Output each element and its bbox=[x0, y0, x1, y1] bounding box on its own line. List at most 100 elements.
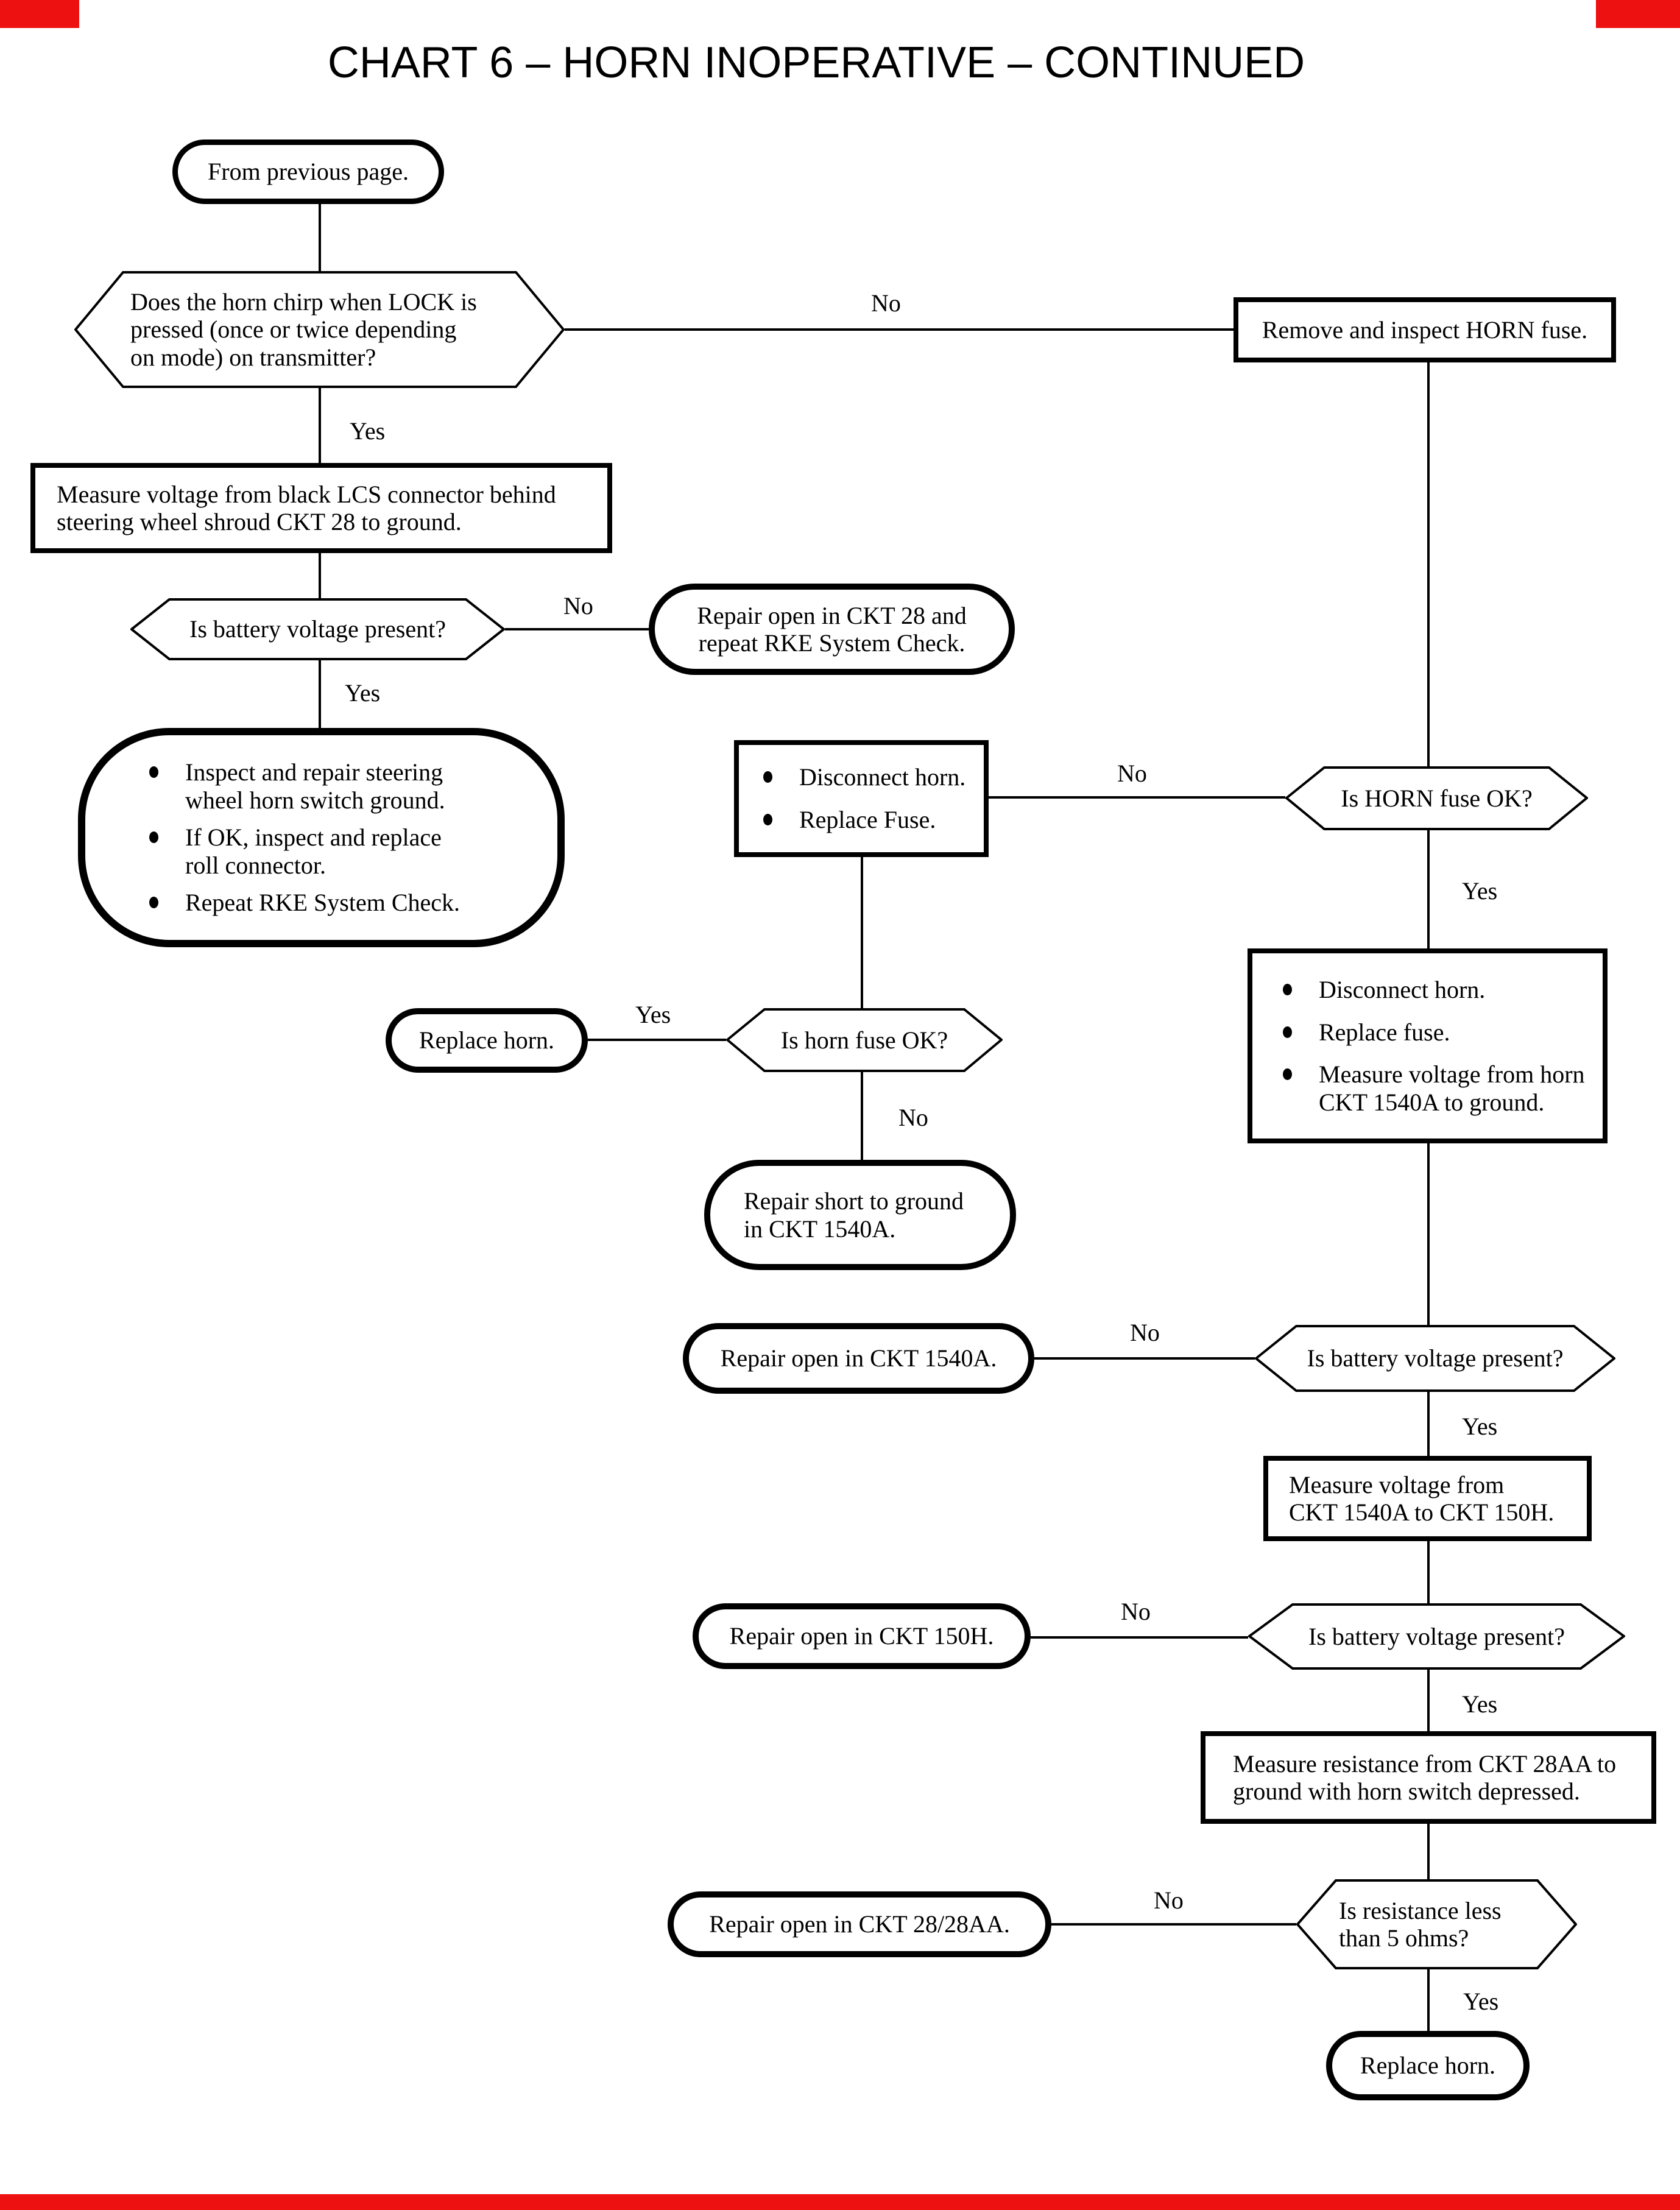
connector-line bbox=[1427, 830, 1430, 948]
list-item: If OK, inspect and replace roll connecto… bbox=[149, 824, 533, 879]
connector-line bbox=[1031, 1636, 1248, 1639]
connector-line bbox=[1427, 1143, 1430, 1325]
terminator-repair-open-150h: Repair open in CKT 150H. bbox=[693, 1603, 1031, 1669]
list-item: Inspect and repair steering wheel horn s… bbox=[149, 758, 533, 814]
node-label: Replace horn. bbox=[418, 1026, 555, 1054]
connector-line bbox=[1427, 1541, 1430, 1603]
node-label: Repair short to ground in CKT 1540A. bbox=[744, 1187, 964, 1243]
list-item-label: Replace fuse. bbox=[1319, 1018, 1450, 1046]
process-measure-voltage-lcs: Measure voltage from black LCS connector… bbox=[30, 463, 612, 553]
branch-label-yes: Yes bbox=[1462, 877, 1498, 905]
list-item: Repeat RKE System Check. bbox=[149, 889, 533, 916]
list-item: Replace Fuse. bbox=[763, 806, 978, 833]
hexagon-shape bbox=[1285, 766, 1588, 830]
red-corner-mark-top-left bbox=[0, 0, 79, 28]
node-label: Measure voltage from CKT 1540A to CKT 15… bbox=[1289, 1470, 1555, 1526]
list-item-label: Disconnect horn. bbox=[1319, 976, 1486, 1004]
branch-label-yes: Yes bbox=[1462, 1413, 1498, 1440]
bullet-icon bbox=[763, 771, 772, 783]
connector-line bbox=[1427, 1392, 1430, 1456]
node-label: Repair open in CKT 28 and repeat RKE Sys… bbox=[697, 601, 967, 657]
hexagon-shape bbox=[726, 1008, 1003, 1072]
decision-battery-voltage-2: Is battery voltage present? bbox=[1255, 1325, 1615, 1392]
decision-label: Is HORN fuse OK? bbox=[1341, 784, 1533, 812]
decision-label: Is battery voltage present? bbox=[1308, 1622, 1565, 1650]
decision-resistance-less-5-ohms: Is resistance less than 5 ohms? bbox=[1296, 1879, 1577, 1969]
list-item-label: Disconnect horn. bbox=[799, 763, 966, 791]
decision-horn-fuse-ok-mid: Is horn fuse OK? bbox=[726, 1008, 1003, 1072]
node-label: Replace horn. bbox=[1360, 2052, 1496, 2080]
connector-line bbox=[1427, 1824, 1430, 1879]
decision-label: Is horn fuse OK? bbox=[780, 1026, 948, 1054]
decision-label: Is battery voltage present? bbox=[189, 615, 446, 643]
list-item-label: Inspect and repair steering wheel horn s… bbox=[185, 758, 445, 814]
decision-horn-fuse-ok-right: Is HORN fuse OK? bbox=[1285, 766, 1588, 830]
terminator-repair-open-28-28aa: Repair open in CKT 28/28AA. bbox=[668, 1891, 1051, 1957]
branch-label-yes: Yes bbox=[1463, 1988, 1499, 2015]
connector-line bbox=[989, 796, 1285, 799]
terminator-replace-horn-final: Replace horn. bbox=[1326, 2031, 1530, 2100]
process-disconnect-horn-replace-fuse: Disconnect horn. Replace Fuse. bbox=[734, 740, 989, 857]
list-item-label: Measure voltage from horn CKT 1540A to g… bbox=[1319, 1061, 1585, 1116]
process-measure-voltage-1540a-150h: Measure voltage from CKT 1540A to CKT 15… bbox=[1263, 1456, 1592, 1541]
decision-label: Is battery voltage present? bbox=[1307, 1344, 1564, 1372]
process-remove-inspect-horn-fuse: Remove and inspect HORN fuse. bbox=[1234, 297, 1616, 362]
bullet-icon bbox=[149, 831, 158, 844]
connector-line bbox=[319, 204, 321, 271]
process-disconnect-replace-measure: Disconnect horn. Replace fuse. Measure v… bbox=[1248, 948, 1608, 1143]
bullet-icon bbox=[1283, 984, 1292, 996]
connector-line bbox=[565, 328, 1234, 331]
connector-line bbox=[505, 628, 649, 630]
bullet-icon bbox=[149, 766, 158, 778]
terminator-replace-horn-mid: Replace horn. bbox=[386, 1008, 588, 1073]
branch-label-no: No bbox=[1154, 1887, 1184, 1914]
hexagon-shape bbox=[1248, 1603, 1625, 1670]
branch-label-no: No bbox=[1121, 1598, 1151, 1625]
connector-line bbox=[861, 857, 863, 1008]
list-item-label: If OK, inspect and replace roll connecto… bbox=[185, 824, 442, 879]
connector-line bbox=[1427, 362, 1430, 766]
decision-horn-chirp: Does the horn chirp when LOCK is pressed… bbox=[74, 271, 565, 388]
connector-line bbox=[1034, 1357, 1255, 1360]
decision-label: Does the horn chirp when LOCK is pressed… bbox=[130, 288, 477, 371]
red-corner-mark-top-right bbox=[1596, 0, 1680, 28]
bullet-icon bbox=[1283, 1026, 1292, 1038]
page-title: CHART 6 – HORN INOPERATIVE – CONTINUED bbox=[327, 38, 1305, 87]
branch-label-yes: Yes bbox=[350, 417, 386, 445]
node-label: Repair open in CKT 150H. bbox=[729, 1622, 994, 1650]
terminator-from-previous-page: From previous page. bbox=[172, 139, 444, 204]
branch-label-no: No bbox=[563, 592, 593, 620]
list-item: Replace fuse. bbox=[1283, 1019, 1597, 1046]
list-item: Disconnect horn. bbox=[763, 763, 978, 791]
connector-line bbox=[319, 660, 321, 728]
terminator-repair-open-ckt28: Repair open in CKT 28 and repeat RKE Sys… bbox=[649, 584, 1015, 675]
hexagon-shape bbox=[74, 271, 565, 388]
branch-label-no: No bbox=[871, 289, 901, 317]
decision-label: Is resistance less than 5 ohms? bbox=[1339, 1896, 1502, 1952]
branch-label-no: No bbox=[1130, 1319, 1160, 1346]
list-item: Disconnect horn. bbox=[1283, 976, 1597, 1003]
red-bottom-bar bbox=[0, 2194, 1680, 2210]
connector-line bbox=[861, 1072, 863, 1160]
list-item: Measure voltage from horn CKT 1540A to g… bbox=[1283, 1061, 1597, 1116]
node-label: From previous page. bbox=[208, 158, 409, 186]
node-label: Measure resistance from CKT 28AA to grou… bbox=[1233, 1749, 1617, 1805]
hexagon-shape bbox=[1255, 1325, 1615, 1392]
branch-label-yes: Yes bbox=[345, 679, 381, 707]
terminator-repair-short-1540a: Repair short to ground in CKT 1540A. bbox=[704, 1160, 1016, 1270]
connector-line bbox=[1051, 1923, 1296, 1926]
decision-battery-voltage-3: Is battery voltage present? bbox=[1248, 1603, 1625, 1670]
hexagon-shape bbox=[1296, 1879, 1577, 1969]
bullet-icon bbox=[149, 897, 158, 909]
branch-label-no: No bbox=[1117, 760, 1147, 787]
node-label: Repair open in CKT 28/28AA. bbox=[709, 1910, 1010, 1938]
process-measure-resistance-28aa: Measure resistance from CKT 28AA to grou… bbox=[1201, 1731, 1656, 1824]
connector-line bbox=[588, 1039, 726, 1041]
list-item-label: Replace Fuse. bbox=[799, 806, 936, 834]
connector-line bbox=[1427, 1969, 1430, 2031]
terminator-inspect-repair-list: Inspect and repair steering wheel horn s… bbox=[78, 728, 565, 947]
node-label: Remove and inspect HORN fuse. bbox=[1262, 316, 1588, 344]
decision-battery-voltage-1: Is battery voltage present? bbox=[130, 598, 505, 660]
branch-label-yes: Yes bbox=[635, 1001, 671, 1028]
